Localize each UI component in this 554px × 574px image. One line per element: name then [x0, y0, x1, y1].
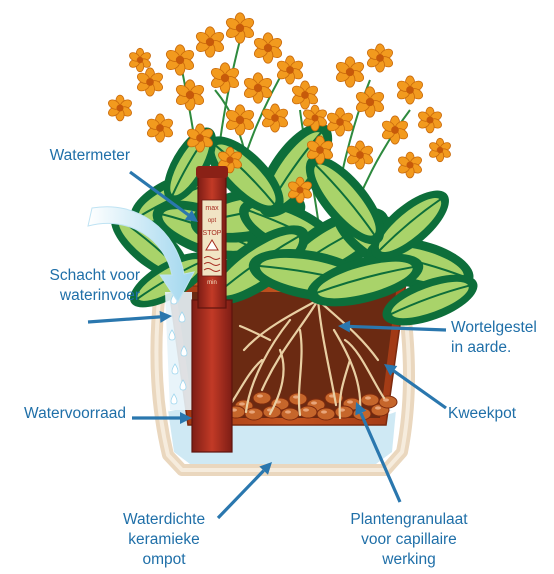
label-watermeter: Watermeter — [50, 146, 130, 166]
granule — [253, 392, 271, 404]
flower — [224, 13, 255, 43]
water-meter: max STOP opt min — [192, 166, 232, 452]
meter-stop-text: STOP — [203, 230, 222, 237]
flower — [146, 114, 175, 142]
flower — [381, 116, 410, 144]
flower — [366, 44, 395, 72]
flower — [334, 57, 365, 87]
flower — [397, 152, 423, 178]
flower — [209, 63, 240, 93]
label-watervoorraad: Watervoorraad — [24, 404, 126, 424]
label-wortelgestel: Wortelgestel in aarde. — [451, 318, 537, 358]
meter-max-text: max — [205, 205, 219, 212]
label-schacht-voor-waterinvoer: Schacht voor waterinvoer — [50, 266, 140, 306]
flower — [194, 27, 225, 57]
granule — [299, 406, 317, 418]
granule — [335, 406, 353, 418]
granule — [245, 408, 263, 420]
flower — [417, 107, 443, 133]
flower — [107, 95, 133, 121]
label-kweekpot: Kweekpot — [448, 404, 516, 424]
flower — [252, 33, 283, 63]
granule — [379, 396, 397, 408]
water-entry-shaft — [165, 292, 192, 410]
flower — [428, 138, 452, 161]
flower — [164, 45, 195, 75]
flower — [276, 56, 305, 84]
meter-min-text: min — [207, 280, 217, 286]
meter-opt-text: opt — [208, 218, 217, 224]
granule — [317, 408, 335, 420]
flower — [346, 141, 375, 169]
label-waterdichte-keramieke-ompot: Waterdichte keramieke ompot — [98, 510, 230, 570]
flower — [136, 68, 165, 96]
flower — [174, 80, 205, 110]
flower — [396, 76, 425, 104]
granule — [281, 408, 299, 420]
label-plantengranulaat: Plantengranulaat voor capillaire werking — [334, 510, 484, 570]
